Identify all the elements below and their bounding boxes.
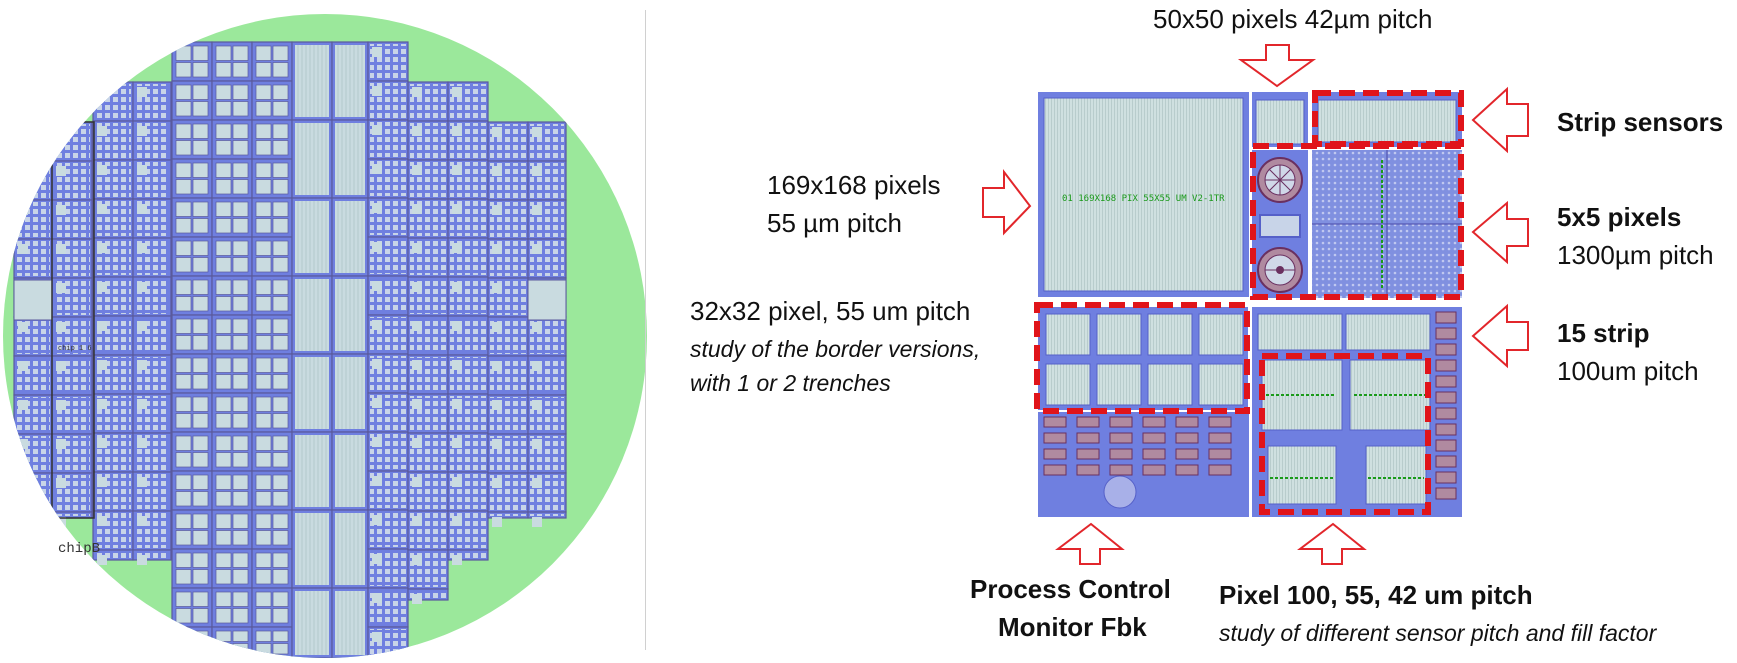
die-32x32 — [1038, 307, 1248, 410]
label-169-line1: 169x168 pixels — [767, 170, 941, 200]
highlights — [1034, 90, 1464, 515]
label-50x50: 50x50 pixels 42µm pitch — [1153, 4, 1433, 34]
wafer-layout: chipB chip 1 6 — [0, 0, 650, 658]
arrow-50x50 — [1237, 44, 1317, 88]
wafer-svg: chipB chip 1 6 — [3, 14, 647, 658]
die-grid — [13, 41, 567, 658]
arrow-169x168 — [982, 169, 1032, 236]
die-strip-sensors — [1312, 92, 1462, 147]
chip-label: chipB — [58, 541, 100, 557]
label-pixel-100-line2: study of different sensor pitch and fill… — [1219, 620, 1657, 646]
label-5x5-line1: 5x5 pixels — [1557, 202, 1682, 232]
arrow-15-strip — [1471, 303, 1529, 369]
divider — [645, 10, 646, 650]
die-pcm — [1038, 412, 1249, 517]
label-15-line2: 100um pitch — [1557, 356, 1699, 386]
die-50x50 — [1252, 92, 1308, 147]
die-5x5-pixels — [1312, 150, 1462, 298]
label-32-line3: with 1 or 2 trenches — [690, 370, 891, 396]
arrow-pixel-100 — [1297, 522, 1367, 565]
label-pcm-line2: Monitor Fbk — [998, 612, 1147, 642]
highlight-5x5 — [1250, 143, 1464, 300]
die-169x168: 01 169X168 PIX 55X55 UM V2-1TR — [1038, 92, 1249, 297]
chip-small-label: chip 1 6 — [58, 345, 92, 353]
label-32-line2: study of the border versions, — [690, 336, 981, 362]
label-169-line2: 55 µm pitch — [767, 208, 902, 238]
highlight-32x32 — [1034, 302, 1250, 414]
label-5x5-line2: 1300µm pitch — [1557, 240, 1714, 270]
die-circular-structures — [1252, 150, 1308, 298]
label-pixel-100-line1: Pixel 100, 55, 42 um pitch — [1219, 580, 1533, 610]
label-strip-sensors: Strip sensors — [1557, 107, 1724, 137]
label-pcm-line1: Process Control — [970, 574, 1171, 604]
label-32-line1: 32x32 pixel, 55 um pitch — [690, 296, 971, 326]
die-169-label: 01 169X168 PIX 55X55 UM V2-1TR — [1062, 194, 1225, 204]
label-15-line1: 15 strip — [1557, 318, 1650, 348]
arrow-pcm — [1055, 522, 1125, 565]
highlight-pixel-100 — [1259, 353, 1431, 515]
arrow-5x5 — [1471, 200, 1529, 265]
arrow-strip-sensors — [1471, 86, 1529, 154]
